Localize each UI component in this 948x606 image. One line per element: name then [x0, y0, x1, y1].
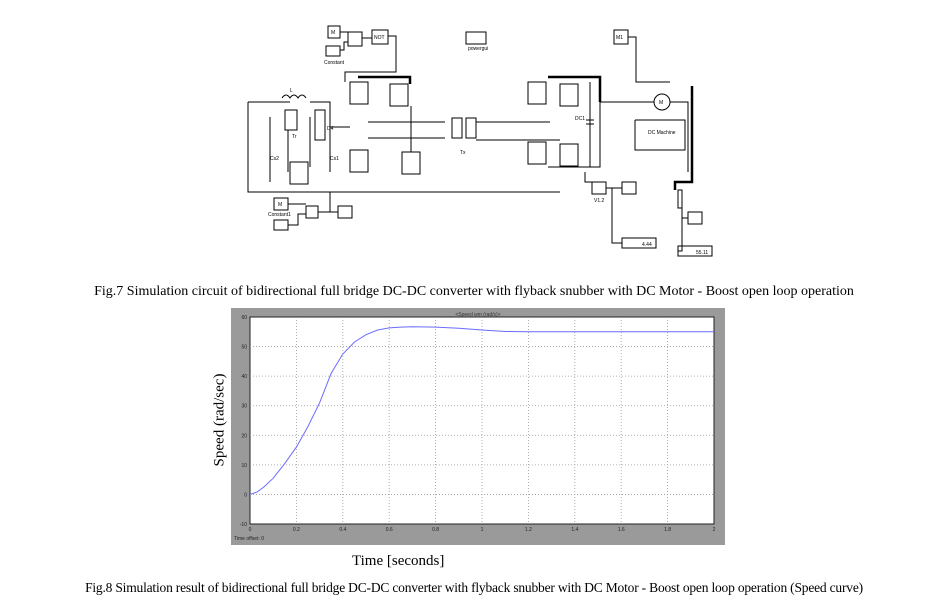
inductor-label: L: [290, 88, 293, 94]
gate-bus-top: [358, 75, 412, 84]
constant-block-top-value: M: [331, 30, 335, 36]
constant-bottom-value: M: [278, 202, 282, 208]
grid-lines: [250, 317, 714, 524]
scope1-block: [621, 181, 637, 195]
capacitor-right: [586, 82, 594, 167]
display-right-value: 55.11: [696, 250, 708, 256]
figure7-caption: Fig.7 Simulation circuit of bidirectiona…: [94, 284, 854, 299]
plot-area: [249, 316, 715, 525]
bus-selector-block: [677, 189, 683, 209]
signal-generator-bottom: [273, 219, 289, 231]
transformer-to-right-bridge: [476, 121, 560, 141]
y-tick-label: -10: [240, 522, 247, 528]
x-tick-label: 1.6: [618, 527, 625, 533]
figure8-caption: Fig.8 Simulation result of bidirectional…: [85, 580, 863, 595]
constant-top-label: Constant: [324, 60, 345, 66]
circuit-svg: M Constant NOT powergui L D4 Tr Cs1 Cs2 …: [247, 25, 713, 257]
control-wire-bottom: [288, 192, 338, 226]
y-tick-label: 30: [241, 404, 247, 410]
mosfet-M4: [401, 151, 421, 175]
transformer-left: [284, 109, 298, 131]
mosfet-M1: [349, 81, 369, 105]
mosfet-M3: [389, 83, 409, 107]
x-tick-label: 1.4: [571, 527, 578, 533]
scope7-block: [337, 205, 353, 219]
x-tick-label: 1.2: [525, 527, 532, 533]
y-axis-label: Speed (rad/sec): [205, 350, 235, 490]
powergui-block: [465, 31, 487, 45]
bridge-to-transformer: [368, 106, 445, 152]
transformer-mid-secondary: [465, 117, 477, 139]
x-tick-label: 0.6: [386, 527, 393, 533]
diode-D4: [314, 109, 326, 141]
inductor-L: [281, 94, 307, 99]
mosfet-M7: [559, 83, 579, 107]
speed-series-line: [249, 326, 714, 495]
constant-bottom-label: Constant1: [268, 212, 291, 218]
y-tick-label: 60: [241, 315, 247, 321]
y-tick-label: 0: [244, 492, 247, 498]
powergui-label: powergui: [468, 46, 488, 52]
x-tick-labels: 0 0.2 0.4 0.6 0.8 1 1.2 1.4 1.6 1.8 2: [249, 527, 716, 533]
voltage-measurement-label: V1.2: [594, 198, 605, 204]
y-axis-label-text: Speed (rad/sec): [211, 373, 228, 467]
mosfet-M6: [527, 141, 547, 165]
x-tick-label: 0.2: [293, 527, 300, 533]
logical-operator-top: [371, 29, 389, 45]
mosfet-M2: [349, 149, 369, 173]
logical-operator-top-text: NOT: [374, 35, 385, 41]
time-offset-label: Time offset: 0: [234, 536, 264, 542]
mosfet-M5: [527, 81, 547, 105]
x-tick-label: 0: [249, 527, 252, 533]
transformer-mid-label: Tx: [460, 150, 466, 156]
measurement-wiring: [584, 172, 622, 244]
left-bridge-wiring: [247, 101, 560, 193]
motor-output-bus: [673, 86, 694, 190]
bus-selector-wiring: [678, 198, 688, 252]
x-tick-label: 2: [713, 527, 716, 533]
capacitor-left-label: Cs1: [330, 156, 339, 162]
simulation-circuit-diagram: M Constant NOT powergui L D4 Tr Cs1 Cs2 …: [230, 22, 720, 274]
y-tick-label: 40: [241, 374, 247, 380]
relational-operator-bottom: [305, 205, 319, 219]
motor-torque-wire: [628, 36, 670, 83]
y-tick-label: 10: [241, 463, 247, 469]
dc-machine-label: DC Machine: [648, 130, 676, 136]
mosfet-M8: [559, 143, 579, 167]
scope-right-block: [687, 211, 703, 225]
x-tick-label: 1: [481, 527, 484, 533]
display-value: 4.44: [642, 242, 652, 248]
x-tick-label: 0.4: [339, 527, 346, 533]
capacitor-snubber-label: Cs2: [270, 156, 279, 162]
pulse-generator-top: [325, 45, 341, 57]
y-tick-label: 20: [241, 433, 247, 439]
mosfet-M snubber: [289, 161, 309, 185]
right-bridge-wiring: [548, 82, 640, 168]
dc-machine-wiring: [634, 101, 689, 172]
x-tick-label: 0.8: [432, 527, 439, 533]
voltage-measurement-block: [591, 181, 607, 195]
transformer-mid: [451, 117, 463, 139]
constant-right-value: M1: [616, 35, 623, 41]
x-axis-label: Time [seconds]: [352, 553, 445, 569]
dc-machine-symbol-text: M: [659, 100, 663, 106]
capacitor-right-label: DC1: [575, 116, 585, 122]
x-tick-label: 1.8: [664, 527, 671, 533]
control-wire-top: [340, 31, 397, 82]
relational-operator-top: [347, 31, 363, 47]
transformer-left-label: Tr: [292, 134, 297, 140]
diode-label: D4: [327, 126, 334, 132]
y-tick-labels: 60 50 40 30 20 10 0 -10: [240, 315, 247, 528]
scope-title: <Speed wm (rad/s)>: [455, 312, 500, 318]
y-tick-label: 50: [241, 345, 247, 351]
